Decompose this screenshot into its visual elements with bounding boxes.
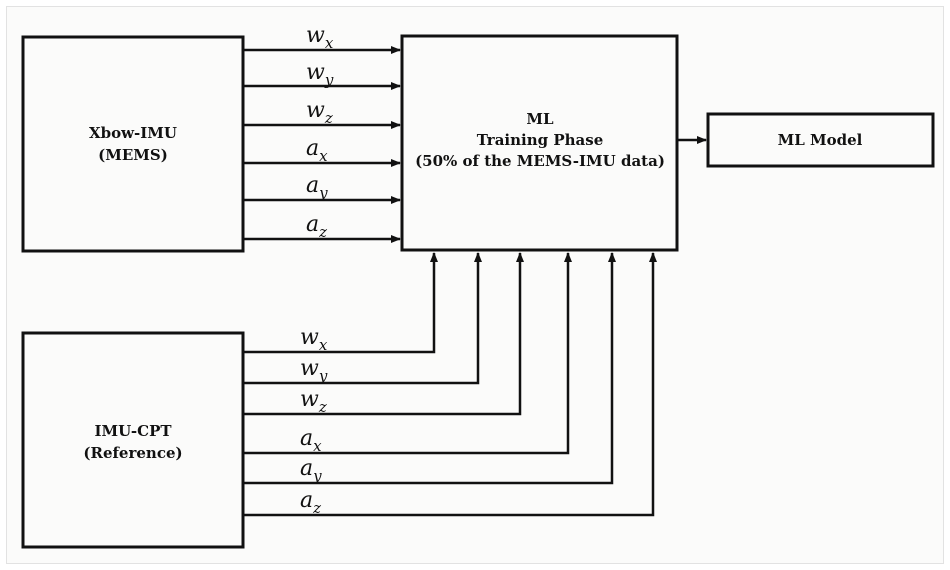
ref-ax-wire (243, 252, 572, 455)
ml-data-note: (50% of the MEMS-IMU data) (415, 152, 665, 170)
ref-wy-label: wy (300, 356, 328, 385)
ref-wx-wire (243, 252, 438, 354)
ml-model-label: ML Model (778, 131, 863, 149)
mems-wz-label: wz (306, 98, 333, 127)
ref-az-wire (243, 252, 657, 517)
mems-wx-label: wx (306, 23, 334, 52)
mems-az-label: az (306, 212, 327, 241)
ml-training-box (400, 34, 679, 252)
ref-ax-label: ax (300, 426, 322, 455)
ref-title: IMU-CPT (94, 422, 172, 440)
ref-az-label: az (300, 488, 321, 517)
imu-cpt-box (21, 331, 245, 549)
xbow-imu-box (21, 35, 245, 253)
ref-ay-wire (243, 252, 616, 485)
ref-subtitle: (Reference) (83, 444, 182, 462)
mems-ay-label: ay (306, 173, 328, 202)
ref-wz-label: wz (300, 387, 327, 416)
mems-ax-label: ax (306, 136, 328, 165)
ml-title: ML (526, 110, 554, 128)
mems-wy-label: wy (306, 60, 334, 89)
ref-wz-wire (243, 252, 524, 416)
ml-model-box (706, 112, 935, 168)
ml-phase: Training Phase (477, 131, 604, 149)
xbow-title: Xbow-IMU (89, 124, 177, 142)
ref-wy-wire (243, 252, 482, 385)
xbow-subtitle: (MEMS) (98, 146, 168, 164)
ref-ay-label: ay (300, 456, 322, 485)
ref-wx-label: wx (300, 325, 328, 354)
